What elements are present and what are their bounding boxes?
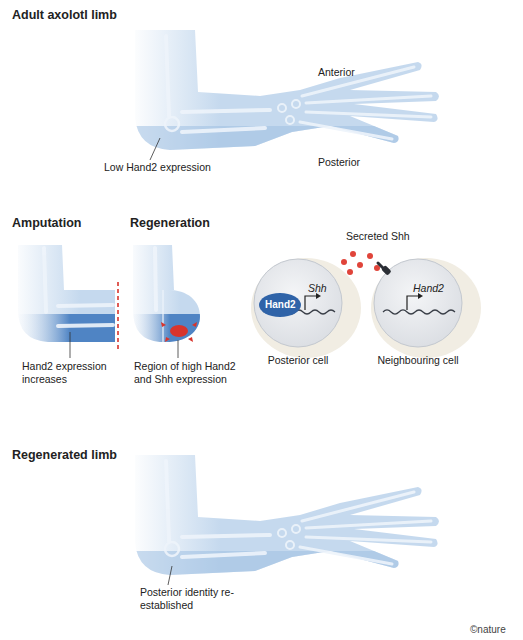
dna-strand <box>383 310 455 314</box>
transcription-arrow <box>407 296 419 310</box>
annotation: Low Hand2 expression <box>104 161 224 174</box>
cell-halo <box>251 258 361 358</box>
neighbouring-cell: Hand2Neighbouring cell <box>373 258 463 348</box>
shh-molecules <box>341 251 380 275</box>
leader-line <box>150 138 160 160</box>
transcription-arrow <box>305 296 317 310</box>
hand2-region <box>125 314 215 346</box>
cell-caption: Posterior cell <box>243 354 353 366</box>
watermark: ©nature <box>470 624 506 637</box>
annotation: Posterior identity re-established <box>140 586 250 611</box>
annotation: Secreted Shh <box>346 230 410 243</box>
gene-label: Hand2 <box>413 282 444 294</box>
cell-caption: Neighbouring cell <box>363 354 473 366</box>
amputation-plane <box>162 290 163 342</box>
hand2-protein <box>259 293 301 317</box>
leader-line <box>178 340 179 358</box>
axis-label: Posterior <box>318 156 360 169</box>
leader-line <box>168 566 172 585</box>
annotation: Region of high Hand2 and Shh expression <box>134 360 246 385</box>
shh-region <box>170 325 188 337</box>
leader-line <box>70 332 71 358</box>
bones <box>44 248 113 326</box>
panel-heading: Adult axolotl limb <box>12 8 117 23</box>
gene-label: Shh <box>308 282 327 294</box>
protein-label: Hand2 <box>265 299 296 311</box>
cell-halo <box>371 258 481 358</box>
axis-label: Anterior <box>318 66 355 79</box>
cut-line <box>117 282 119 352</box>
panel-heading: Amputation <box>12 216 81 231</box>
cell-outline <box>373 258 463 348</box>
regenerated-limb <box>130 455 450 591</box>
cell-membrane <box>254 259 342 347</box>
signal-arrows <box>161 322 197 342</box>
panel-heading: Regenerated limb <box>12 448 117 463</box>
posterior-cell: Hand2ShhPosterior cell <box>253 258 343 348</box>
adult-limb <box>130 30 450 166</box>
panel-heading: Regeneration <box>130 216 210 231</box>
cell-membrane <box>374 259 462 347</box>
receptor-base <box>381 265 392 276</box>
annotation: Hand2 expression increases <box>22 360 122 385</box>
bones <box>155 248 156 310</box>
hand2-region <box>10 314 120 346</box>
